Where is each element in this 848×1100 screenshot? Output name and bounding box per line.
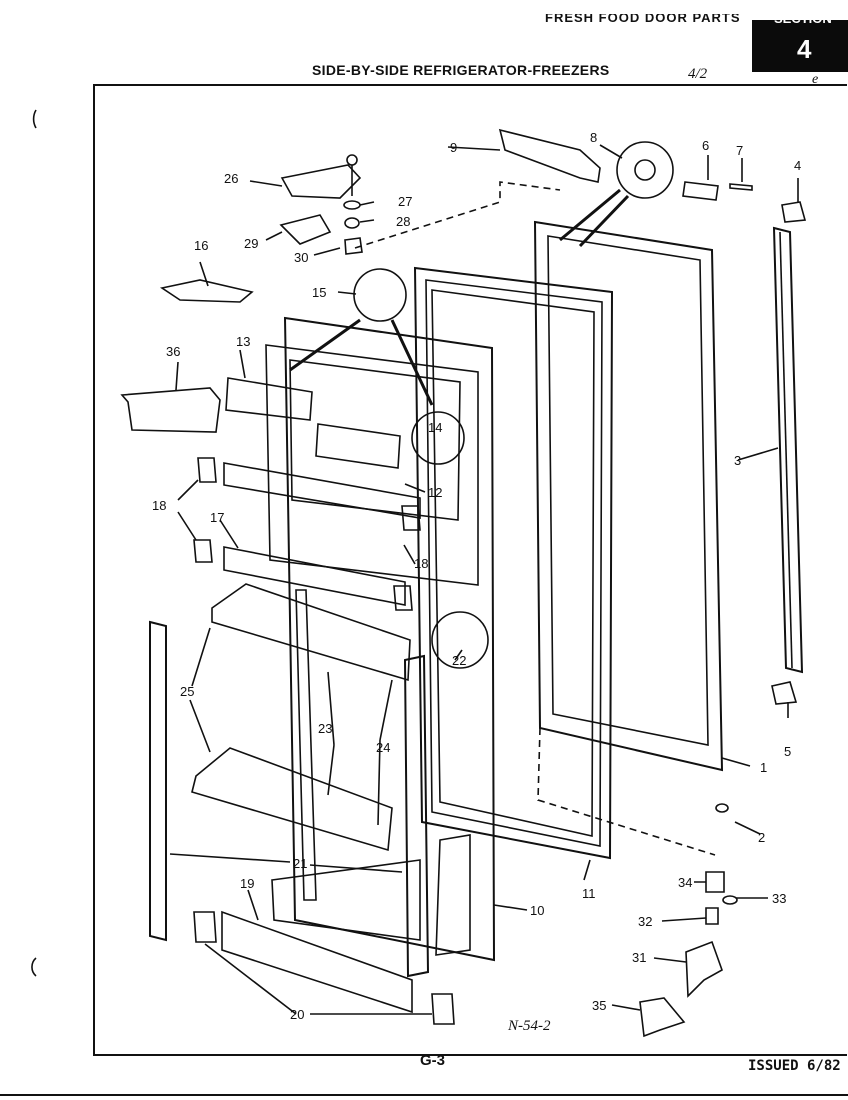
page-code: G-3 xyxy=(420,1052,446,1069)
part-label-10: 10 xyxy=(530,903,544,918)
part-label-16: 16 xyxy=(194,238,208,253)
section-label: SECTION xyxy=(774,16,832,26)
diagram-frame xyxy=(93,84,847,1056)
page-title: SIDE-BY-SIDE REFRIGERATOR-FREEZERS xyxy=(312,62,610,78)
part-label-4: 4 xyxy=(794,158,801,173)
part-label-3: 3 xyxy=(734,453,741,468)
handwritten-page-note: 4/2 xyxy=(688,66,708,82)
part-label-35: 35 xyxy=(592,998,606,1013)
part-label-31: 31 xyxy=(632,950,646,965)
part-label-32: 32 xyxy=(638,914,652,929)
part-label-33: 33 xyxy=(772,891,786,906)
part-label-24: 24 xyxy=(376,740,390,755)
part-label-20: 20 xyxy=(290,1007,304,1022)
part-label-27: 27 xyxy=(398,194,412,209)
bottom-rule xyxy=(0,1094,848,1096)
part-label-23: 23 xyxy=(318,721,332,736)
part-label-22: 22 xyxy=(452,653,466,668)
part-label-18-right: 18 xyxy=(414,556,428,571)
part-label-9: 9 xyxy=(450,140,457,155)
part-label-2: 2 xyxy=(758,830,765,845)
drawing-code: N-54-2 xyxy=(507,1018,551,1034)
part-label-7: 7 xyxy=(736,143,743,158)
part-label-21: 21 xyxy=(293,856,307,871)
part-label-29: 29 xyxy=(244,236,258,251)
part-label-17: 17 xyxy=(210,510,224,525)
part-label-26: 26 xyxy=(224,171,238,186)
part-label-19: 19 xyxy=(240,876,254,891)
part-label-1: 1 xyxy=(760,760,767,775)
part-label-28: 28 xyxy=(396,214,410,229)
section-number: 4 xyxy=(797,34,812,64)
part-label-11: 11 xyxy=(582,886,596,901)
part-label-34: 34 xyxy=(678,875,692,890)
handwritten-mark: e xyxy=(812,72,819,87)
part-label-6: 6 xyxy=(702,138,709,153)
issued-date: ISSUED 6/82 xyxy=(748,1058,841,1074)
section-tab xyxy=(752,20,848,72)
part-label-25: 25 xyxy=(180,684,194,699)
part-label-36: 36 xyxy=(166,344,180,359)
part-label-14: 14 xyxy=(428,420,442,435)
part-label-30: 30 xyxy=(294,250,308,265)
part-label-5: 5 xyxy=(784,744,791,759)
part-label-15: 15 xyxy=(312,285,326,300)
part-label-13: 13 xyxy=(236,334,250,349)
section-heading: FRESH FOOD DOOR PARTS xyxy=(545,14,741,25)
part-label-18-left: 18 xyxy=(152,498,166,513)
part-label-8: 8 xyxy=(590,130,597,145)
part-label-12: 12 xyxy=(428,485,442,500)
